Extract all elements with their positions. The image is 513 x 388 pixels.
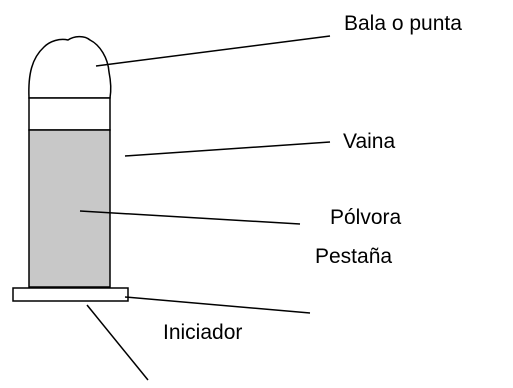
case-upper-band [28,97,111,131]
leader-line-primer [86,304,149,381]
leader-line-rim [124,296,311,314]
leader-line-bullet [95,35,331,67]
label-powder: Pólvora [330,206,402,229]
label-casing: Vaina [343,130,396,153]
leader-line-casing [124,141,331,157]
powder-section [28,129,111,288]
label-rim: Pestaña [315,245,393,268]
label-bullet: Bala o punta [344,12,462,35]
bullet-tip [28,35,112,99]
leader-line-powder [79,210,301,225]
rim-base [12,287,129,302]
label-primer: Iniciador [163,321,243,344]
